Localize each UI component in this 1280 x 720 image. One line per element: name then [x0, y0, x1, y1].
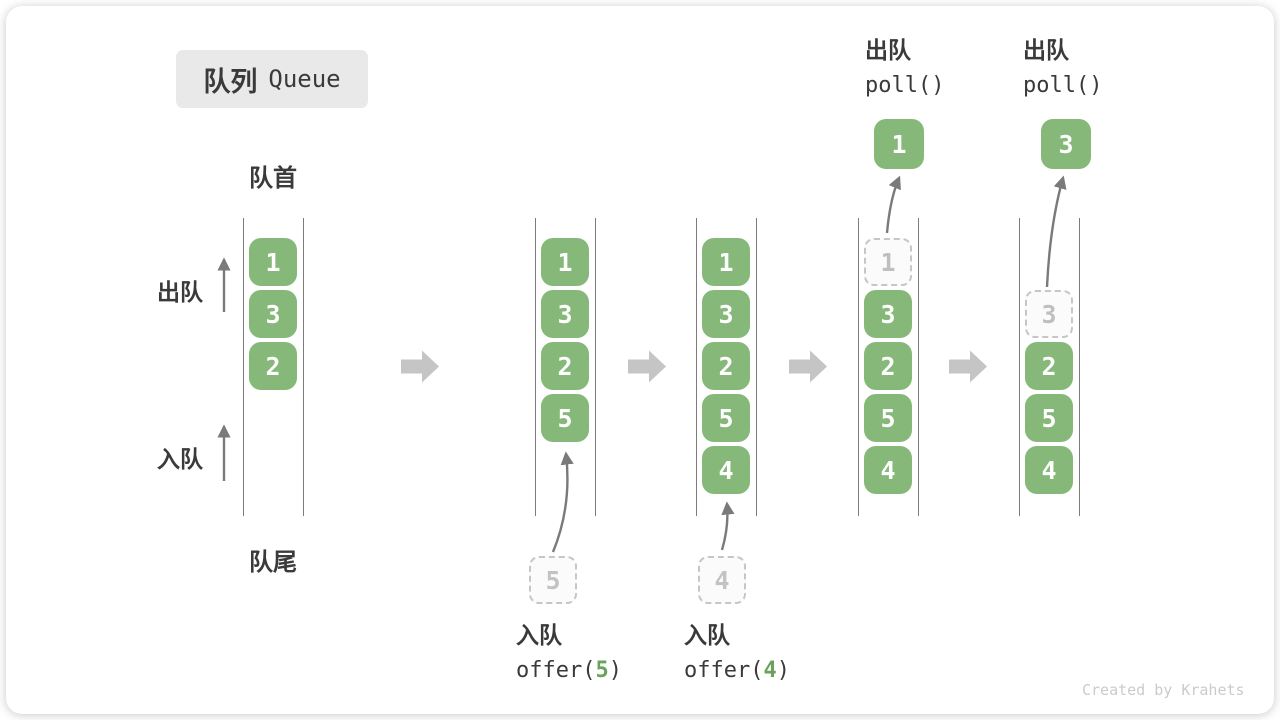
queue-cell: 5 [864, 394, 912, 442]
op-label-code: poll() [1023, 73, 1103, 98]
queue-state-4: 1 3 2 5 4 [858, 218, 919, 516]
queue-cell-removed: 1 [864, 238, 912, 286]
op-poll-label-1: 出队 poll() [865, 33, 944, 103]
incoming-block: 5 [529, 556, 577, 604]
queue-cell: 1 [541, 238, 589, 286]
queue-rail-left [535, 218, 536, 516]
title-en: Queue [268, 65, 341, 93]
queue-cell: 3 [249, 290, 297, 338]
watermark: Created by Krahets [1082, 681, 1245, 699]
code-arg: 4 [763, 658, 777, 683]
queue-rail-right [595, 218, 596, 516]
op-label-zh: 出队 [1023, 37, 1069, 63]
queue-cell: 4 [864, 446, 912, 494]
code-suffix: ) [776, 658, 790, 683]
diagram-card: 队列 Queue 队首 队尾 出队 入队 1 3 2 1 3 2 5 [6, 6, 1274, 714]
code-suffix: ) [608, 658, 622, 683]
title-zh: 队列 [203, 66, 258, 97]
op-label-code: offer(5) [516, 653, 622, 688]
popped-block: 3 [1041, 119, 1091, 169]
queue-state-2: 1 3 2 5 [535, 218, 596, 516]
queue-rail-left [1019, 218, 1020, 516]
label-enqueue: 入队 [157, 446, 203, 472]
queue-cell: 2 [249, 342, 297, 390]
queue-rail-right [756, 218, 757, 516]
op-label-zh: 入队 [684, 622, 730, 648]
queue-rail-right [918, 218, 919, 516]
step-arrow-icon [949, 350, 987, 383]
queue-cell: 5 [702, 394, 750, 442]
queue-rail-left [858, 218, 859, 516]
queue-cell: 5 [541, 394, 589, 442]
op-label-zh: 入队 [516, 622, 562, 648]
code-arg: 5 [595, 658, 609, 683]
queue-cell: 3 [864, 290, 912, 338]
code-prefix: offer( [684, 658, 764, 683]
step-arrow-icon [401, 350, 439, 383]
queue-cell: 2 [702, 342, 750, 390]
popped-block: 1 [874, 119, 924, 169]
queue-cell: 3 [702, 290, 750, 338]
queue-rail-right [1079, 218, 1080, 516]
queue-state-5: 3 2 5 4 [1019, 218, 1080, 516]
op-label-code: offer(4) [684, 653, 790, 688]
op-label-code: poll() [865, 73, 945, 98]
op-offer-label-1: 入队 offer(5) [516, 618, 622, 688]
step-arrow-icon [628, 350, 666, 383]
queue-rail-left [243, 218, 244, 516]
queue-cell: 2 [864, 342, 912, 390]
queue-cell: 2 [541, 342, 589, 390]
queue-rail-right [303, 218, 304, 516]
title-box: 队列 Queue [176, 50, 368, 108]
label-queue-rear: 队尾 [249, 549, 297, 576]
step-arrow-icon [789, 350, 827, 383]
queue-cell: 3 [541, 290, 589, 338]
label-queue-front: 队首 [249, 165, 297, 192]
queue-cell: 1 [249, 238, 297, 286]
code-prefix: offer( [516, 658, 596, 683]
label-dequeue: 出队 [157, 279, 203, 305]
incoming-block: 4 [698, 556, 746, 604]
queue-cell: 4 [702, 446, 750, 494]
queue-cell: 1 [702, 238, 750, 286]
queue-rail-left [696, 218, 697, 516]
queue-state-3: 1 3 2 5 4 [696, 218, 757, 516]
queue-cell-removed: 3 [1025, 290, 1073, 338]
op-label-zh: 出队 [865, 37, 911, 63]
queue-cell: 2 [1025, 342, 1073, 390]
queue-cell: 5 [1025, 394, 1073, 442]
op-poll-label-2: 出队 poll() [1023, 33, 1102, 103]
queue-cell: 4 [1025, 446, 1073, 494]
op-offer-label-2: 入队 offer(4) [684, 618, 790, 688]
queue-state-1: 1 3 2 [243, 218, 304, 516]
